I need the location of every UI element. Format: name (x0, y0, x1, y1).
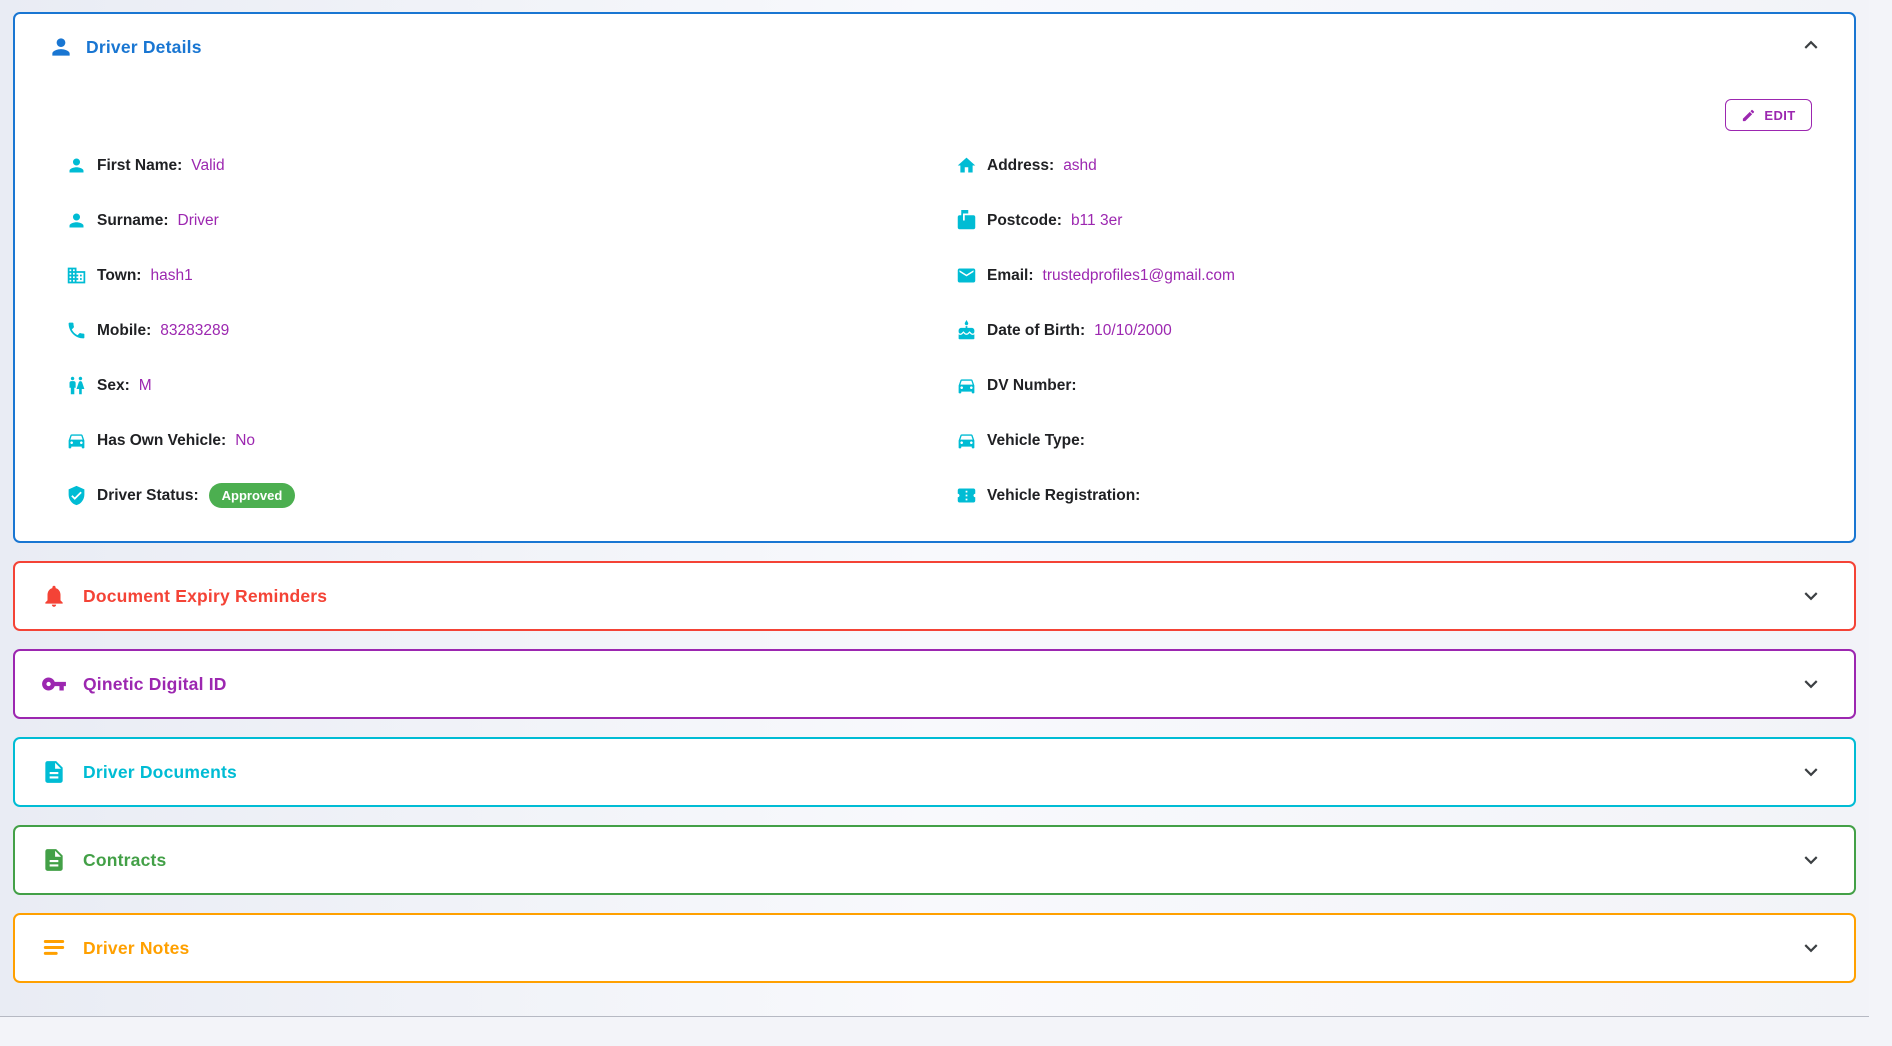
section-title: Document Expiry Reminders (83, 585, 328, 606)
field-value: No (235, 431, 256, 449)
field-email: Email: trustedprofiles1@gmail.com (954, 248, 1814, 303)
section-qinetic-digital-id[interactable]: Qinetic Digital ID (13, 649, 1856, 719)
field-label: Postcode: (987, 211, 1062, 229)
field-label: Vehicle Type: (987, 431, 1085, 449)
section-driver-documents[interactable]: Driver Documents (13, 737, 1856, 807)
section-contracts[interactable]: Contracts (13, 825, 1856, 895)
field-vehicle-registration: Vehicle Registration: (954, 468, 1814, 523)
section-document-expiry-reminders[interactable]: Document Expiry Reminders (13, 561, 1856, 631)
car-icon (954, 430, 978, 451)
field-value: 10/10/2000 (1094, 321, 1172, 339)
edit-button[interactable]: EDIT (1725, 99, 1812, 131)
key-icon (41, 671, 71, 697)
field-mobile: Mobile: 83283289 (64, 303, 954, 358)
field-value: M (138, 376, 152, 394)
field-value: ashd (1063, 156, 1097, 174)
chevron-down-icon[interactable] (1798, 583, 1824, 609)
field-label: Sex: (97, 376, 130, 394)
mailbox-icon (954, 210, 978, 231)
field-label: DV Number: (987, 376, 1077, 394)
field-value: b11 3er (1070, 211, 1123, 229)
car-icon (954, 375, 978, 396)
driver-details-header: Driver Details (48, 34, 202, 60)
field-label: Mobile: (97, 321, 152, 339)
field-value: Driver (177, 211, 219, 229)
field-label: Surname: (97, 211, 169, 229)
cake-icon (954, 320, 978, 341)
pencil-icon (1741, 108, 1756, 123)
field-value: hash1 (150, 266, 193, 284)
section-title: Driver Notes (83, 937, 190, 958)
field-label: Has Own Vehicle: (97, 431, 227, 449)
car-icon (64, 430, 88, 451)
status-badge: Approved (208, 483, 296, 508)
section-driver-notes[interactable]: Driver Notes (13, 913, 1856, 983)
field-value: 83283289 (160, 321, 230, 339)
section-title: Contracts (83, 849, 167, 870)
field-value: Valid (191, 156, 225, 174)
field-address: Address: ashd (954, 138, 1814, 193)
field-label: Date of Birth: (987, 321, 1086, 339)
document-icon (41, 847, 71, 873)
field-driver-status: Driver Status: Approved (64, 468, 954, 523)
chevron-up-icon[interactable] (1798, 32, 1824, 58)
panel-title: Driver Details (86, 36, 202, 57)
person-icon (64, 210, 88, 231)
field-first-name: First Name: Valid (64, 138, 954, 193)
shield-check-icon (64, 485, 88, 506)
home-icon (954, 155, 978, 176)
field-label: Driver Status: (97, 486, 199, 504)
field-vehicle-type: Vehicle Type: (954, 413, 1814, 468)
chevron-down-icon[interactable] (1798, 935, 1824, 961)
field-sex: Sex: M (64, 358, 954, 413)
field-dv-number: DV Number: (954, 358, 1814, 413)
field-town: Town: hash1 (64, 248, 954, 303)
email-icon (954, 265, 978, 286)
people-icon (64, 375, 88, 396)
chevron-down-icon[interactable] (1798, 759, 1824, 785)
field-postcode: Postcode: b11 3er (954, 193, 1814, 248)
chevron-down-icon[interactable] (1798, 671, 1824, 697)
field-surname: Surname: Driver (64, 193, 954, 248)
notes-icon (41, 935, 71, 961)
edit-button-label: EDIT (1764, 107, 1796, 123)
document-icon (41, 759, 71, 785)
field-value: trustedprofiles1@gmail.com (1042, 266, 1235, 284)
ticket-icon (954, 485, 978, 506)
field-label: Vehicle Registration: (987, 486, 1141, 504)
field-label: First Name: (97, 156, 183, 174)
bell-icon (41, 583, 71, 609)
phone-icon (64, 320, 88, 341)
field-has-own-vehicle: Has Own Vehicle: No (64, 413, 954, 468)
person-icon (48, 34, 74, 60)
section-title: Driver Documents (83, 761, 237, 782)
field-label: Address: (987, 156, 1055, 174)
building-icon (64, 265, 88, 286)
section-title: Qinetic Digital ID (83, 673, 227, 694)
field-label: Town: (97, 266, 142, 284)
field-date-of-birth: Date of Birth: 10/10/2000 (954, 303, 1814, 358)
person-icon (64, 155, 88, 176)
field-label: Email: (987, 266, 1034, 284)
chevron-down-icon[interactable] (1798, 847, 1824, 873)
